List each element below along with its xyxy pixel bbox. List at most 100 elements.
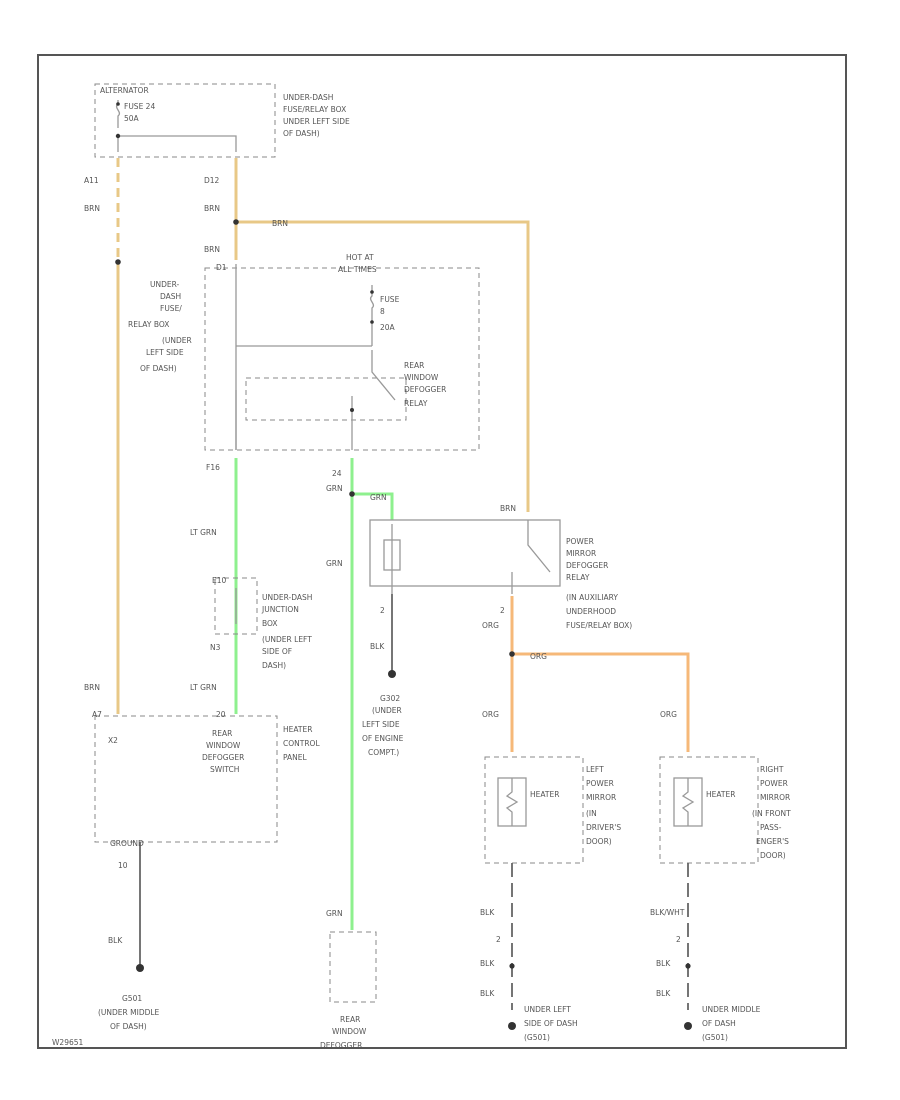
label: 2	[500, 606, 505, 615]
label: 10	[118, 861, 128, 870]
label: LT GRN	[190, 528, 217, 537]
splice	[509, 963, 515, 969]
label: MIRROR	[586, 793, 616, 802]
label: G302	[380, 694, 400, 703]
underdash-fuse-box-top	[94, 83, 276, 158]
label: 8	[380, 307, 385, 316]
relay-inner-box	[245, 377, 407, 421]
label: (G501)	[702, 1033, 728, 1042]
right-mirror-box	[659, 756, 759, 864]
splice	[509, 651, 515, 657]
label: BLK	[656, 959, 671, 968]
wire-org-right	[512, 652, 690, 752]
label: D12	[204, 176, 220, 185]
label: MIRROR	[566, 549, 596, 558]
label: BRN	[204, 204, 220, 213]
label: GRN	[326, 909, 343, 918]
label: RELAY BOX	[128, 320, 169, 329]
label: (IN	[586, 809, 597, 818]
diagram-frame	[37, 54, 847, 1049]
label: ALL TIMES	[338, 265, 377, 274]
left-mirror-box	[484, 756, 584, 864]
label: ORG	[482, 621, 499, 630]
label: GRN	[326, 559, 343, 568]
label: POWER	[586, 779, 614, 788]
label: OF DASH)	[283, 129, 320, 138]
label: D1	[216, 263, 227, 272]
label: MIRROR	[760, 793, 790, 802]
labels: ALTERNATOR FUSE 24 50A UNDER-DASH FUSE/R…	[52, 86, 791, 1050]
label: UNDER-DASH	[283, 93, 333, 102]
label: POWER	[760, 779, 788, 788]
label: (UNDER LEFT	[262, 635, 312, 644]
label: DRIVER'S	[586, 823, 621, 832]
label: OF DASH)	[140, 364, 177, 373]
label: FUSE/RELAY BOX	[283, 105, 346, 114]
label: PASS-	[760, 823, 782, 832]
fuse8-symbol	[369, 285, 375, 346]
label: DASH	[160, 292, 181, 301]
label: N3	[210, 643, 221, 652]
label: WINDOW	[206, 741, 241, 750]
label: BLK	[656, 989, 671, 998]
label: REAR	[340, 1015, 360, 1024]
node	[116, 102, 120, 106]
label: UNDER-DASH	[262, 593, 312, 602]
node	[350, 408, 354, 412]
label: UNDER LEFT SIDE	[283, 117, 350, 126]
label: ENGER'S	[756, 837, 789, 846]
label: (IN FRONT	[752, 809, 791, 818]
label: GROUND	[110, 839, 144, 848]
relay-switch	[371, 350, 396, 401]
label: 2	[676, 935, 681, 944]
label: LEFT	[586, 765, 604, 774]
label: A11	[84, 176, 99, 185]
label: DEFOGGER	[566, 561, 608, 570]
label: DEFOGGER	[404, 385, 446, 394]
fuse24-bus	[118, 135, 237, 152]
label: DASH)	[262, 661, 286, 670]
label: HEATER	[283, 725, 312, 734]
ground-g501-icon	[136, 964, 144, 972]
label: POWER	[566, 537, 594, 546]
label: (UNDER	[372, 706, 402, 715]
label: (UNDER	[162, 336, 192, 345]
label: DEFOGGER	[320, 1041, 362, 1050]
label: BRN	[84, 204, 100, 213]
splice	[115, 259, 121, 265]
node	[370, 290, 374, 294]
label: SIDE OF	[262, 647, 292, 656]
label: ORG	[482, 710, 499, 719]
rear-window-defogger-box	[329, 931, 377, 1003]
label: SIDE OF DASH	[524, 1019, 578, 1028]
label: BRN	[204, 245, 220, 254]
label: UNDER MIDDLE	[702, 1005, 761, 1014]
heater-control-panel-box	[94, 715, 278, 843]
label: 2	[496, 935, 501, 944]
label: FUSE 24	[124, 102, 155, 111]
label: BRN	[272, 219, 288, 228]
underdash-junction-box	[214, 577, 258, 635]
label: REAR	[212, 729, 232, 738]
label: BOX	[262, 619, 278, 628]
label: G501	[122, 994, 142, 1003]
label: FUSE/RELAY BOX)	[566, 621, 632, 630]
label: JUNCTION	[261, 605, 299, 614]
node	[115, 133, 121, 139]
underdash-fuse-box-relay	[204, 267, 480, 451]
label: UNDERHOOD	[566, 607, 616, 616]
label: REAR	[404, 361, 424, 370]
label: 20	[216, 710, 226, 719]
diagram-code: W29651	[52, 1038, 84, 1047]
label: LEFT SIDE	[362, 720, 400, 729]
label: HEATER	[530, 790, 559, 799]
label: WINDOW	[332, 1027, 367, 1036]
label: OF DASH)	[110, 1022, 147, 1031]
wire-grn-to-pm-relay	[352, 492, 394, 520]
label: UNDER LEFT	[524, 1005, 571, 1014]
label: BLK	[480, 989, 495, 998]
ground-right-icon	[684, 1022, 692, 1030]
label: BLK	[480, 959, 495, 968]
right-heater-resistor	[681, 778, 695, 826]
